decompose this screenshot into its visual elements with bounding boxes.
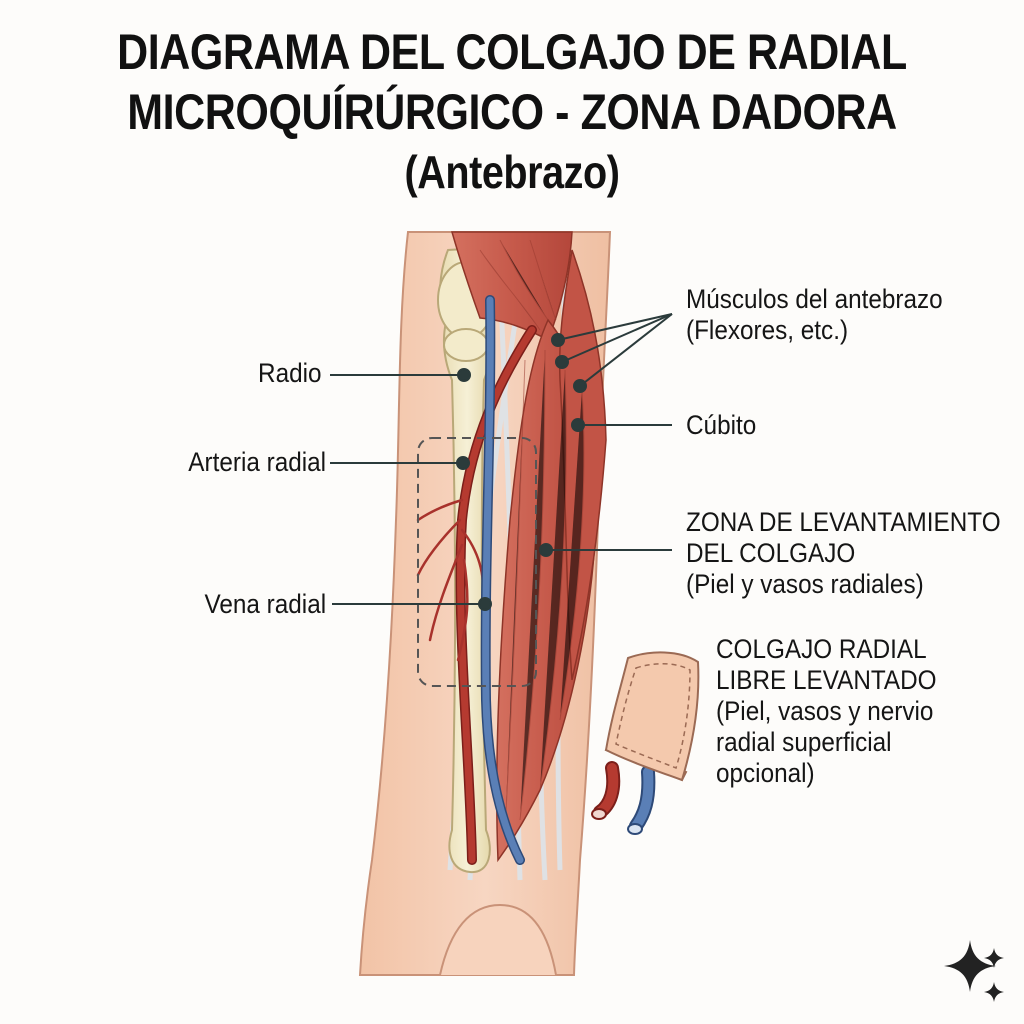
radial-artery xyxy=(416,325,537,865)
lifted-flap xyxy=(591,651,700,835)
diagram-title: DIAGRAMA DEL COLGAJO DE RADIAL MICROQUÍR… xyxy=(0,22,1024,202)
title-line-2: MICROQUÍRÚRGICO - ZONA DADORA xyxy=(127,84,897,140)
label-musculos: Músculos del antebrazo (Flexores, etc.) xyxy=(686,284,943,345)
label-colgajo-levantado: COLGAJO RADIAL LIBRE LEVANTADO (Piel, va… xyxy=(716,634,937,788)
title-line-3: (Antebrazo) xyxy=(404,146,620,198)
forearm-muscles xyxy=(451,231,607,863)
label-radio: Radio xyxy=(258,358,322,388)
sparkle-icon xyxy=(944,940,1004,1002)
label-cubito: Cúbito xyxy=(686,410,757,440)
flap-harvest-zone xyxy=(417,437,537,687)
label-vena-radial: Vena radial xyxy=(204,589,326,619)
wrist-crease xyxy=(439,903,557,976)
leader-lines xyxy=(330,313,673,611)
radial-vein xyxy=(480,295,525,865)
title-line-1: DIAGRAMA DEL COLGAJO DE RADIAL xyxy=(117,24,907,80)
label-arteria-radial: Arteria radial xyxy=(188,447,326,477)
label-zona-levantamiento: ZONA DE LEVANTAMIENTO DEL COLGAJO (Piel … xyxy=(686,507,1001,599)
